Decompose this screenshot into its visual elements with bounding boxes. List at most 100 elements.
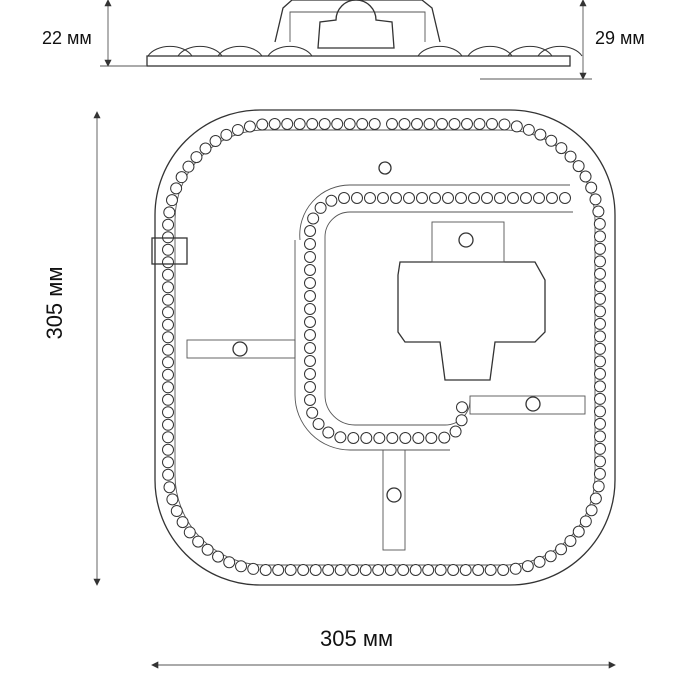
led-icon [481, 192, 493, 205]
led-icon [304, 368, 316, 381]
led-icon [235, 560, 248, 573]
screw-hole-icon [378, 161, 392, 175]
led-icon [398, 118, 411, 130]
led-icon [412, 432, 425, 444]
led-icon [293, 118, 306, 131]
led-icon [304, 342, 316, 355]
led-icon [183, 526, 196, 539]
screw-hole-icon [232, 341, 248, 357]
led-icon [594, 242, 606, 255]
led-icon [498, 118, 511, 131]
led-icon [510, 120, 523, 133]
led-icon [459, 564, 472, 576]
led-icon [209, 135, 222, 148]
led-icon [593, 217, 606, 230]
led-icon [162, 418, 175, 431]
led-icon [162, 293, 174, 306]
led-icon [522, 123, 535, 136]
led-icon [192, 535, 205, 548]
led-icon [594, 355, 606, 368]
strut-left [186, 339, 296, 359]
led-icon [162, 331, 174, 344]
led-icon [322, 426, 335, 439]
side-bracket-inner [289, 11, 426, 42]
led-icon [438, 431, 451, 444]
led-icon [304, 290, 316, 303]
led-icon [170, 505, 183, 518]
led-icon [284, 564, 297, 576]
led-icon [338, 192, 351, 205]
led-icon [322, 564, 335, 576]
led-icon [585, 181, 598, 194]
led-icon [162, 218, 175, 231]
led-icon [585, 504, 598, 517]
led-icon [243, 120, 256, 133]
led-icon [304, 329, 316, 342]
led-icon [259, 563, 272, 576]
led-icon [594, 330, 606, 343]
led-icon [594, 317, 606, 330]
led-icon [314, 201, 327, 214]
side-lens [467, 45, 513, 57]
side-base-plate [146, 55, 571, 67]
led-icon [268, 118, 281, 131]
outer-board [154, 109, 616, 586]
led-icon [564, 534, 577, 547]
led-icon [351, 192, 363, 204]
dim-label-horizontal: 305 мм [320, 626, 394, 651]
led-icon [162, 231, 174, 244]
led-icon [555, 142, 568, 155]
led-icon [309, 564, 322, 576]
led-icon [456, 401, 468, 414]
led-icon [594, 417, 606, 430]
led-icon [325, 194, 338, 207]
side-lens [217, 45, 263, 57]
led-icon [166, 493, 179, 506]
strut-bottom [382, 449, 406, 551]
led-icon [497, 563, 510, 576]
led-icon [461, 118, 473, 130]
side-lens [267, 45, 313, 57]
top-view [93, 109, 616, 669]
led-icon [589, 492, 602, 505]
led-icon [434, 564, 447, 576]
dim-label-vertical: 305 мм [42, 266, 67, 340]
led-icon [247, 562, 260, 575]
led-icon [594, 367, 606, 380]
led-icon [318, 118, 331, 131]
led-icon [162, 393, 174, 406]
led-icon [373, 432, 386, 444]
led-icon [564, 150, 577, 163]
dim-label-22: 22 мм [42, 28, 92, 48]
led-icon [162, 456, 175, 469]
led-icon [592, 480, 605, 493]
led-icon [555, 543, 568, 556]
led-icon [162, 443, 175, 456]
led-icon [594, 280, 606, 293]
led-icon [399, 432, 412, 444]
led-icon [182, 160, 195, 173]
led-icon [544, 550, 557, 563]
led-icon [589, 193, 602, 206]
led-icon [594, 442, 606, 455]
led-icon [162, 431, 175, 444]
led-icon [304, 394, 317, 407]
led-icon [468, 192, 480, 205]
driver-mount [431, 221, 505, 263]
led-icon [190, 151, 203, 164]
side-lenses [147, 45, 583, 57]
screw-hole-icon [458, 232, 474, 248]
led-icon [162, 281, 174, 294]
led-icon [429, 192, 441, 205]
led-icon [594, 405, 606, 418]
led-icon [307, 212, 320, 225]
led-icon [163, 481, 176, 494]
led-icon [304, 316, 316, 329]
led-icon [272, 564, 285, 576]
led-icon [372, 564, 385, 576]
led-icon [509, 562, 522, 575]
led-icon [304, 251, 316, 264]
side-lens [537, 45, 583, 57]
led-icon [594, 455, 606, 468]
led-icon [485, 117, 498, 130]
